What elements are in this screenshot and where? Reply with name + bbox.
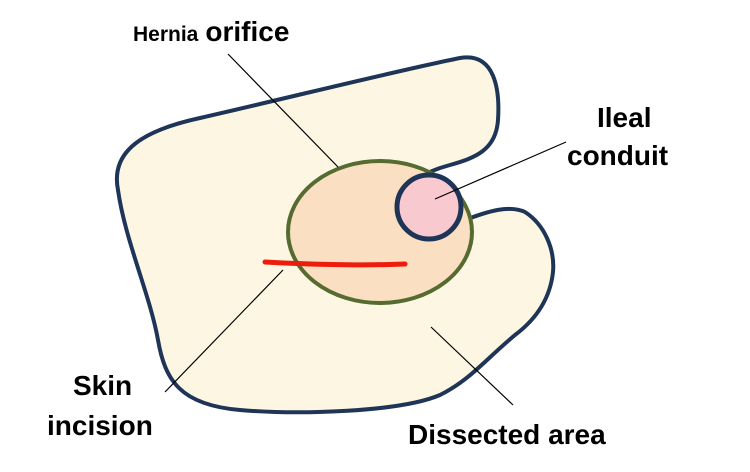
- hernia-orifice-leader: [227, 53, 339, 168]
- hernia-word: Hernia: [133, 23, 199, 46]
- skin-incision-leader: [164, 269, 284, 393]
- skin-incision-line: [262, 259, 408, 268]
- orifice-word: orifice: [205, 16, 289, 47]
- hernia-orifice-label: Hernia orifice: [133, 16, 289, 47]
- ileal-conduit-label-line1: Ileal: [597, 102, 651, 133]
- skin-incision-label-line1: Skin: [73, 370, 132, 401]
- dissected-area-label: Dissected area: [408, 419, 606, 450]
- skin-incision-label-line2: incision: [47, 410, 153, 441]
- dissected-area-leader: [430, 326, 514, 406]
- ileal-conduit-label-line2: conduit: [567, 140, 668, 171]
- ileal-conduit-shape: [394, 172, 464, 242]
- ileal-conduit-leader: [434, 141, 567, 200]
